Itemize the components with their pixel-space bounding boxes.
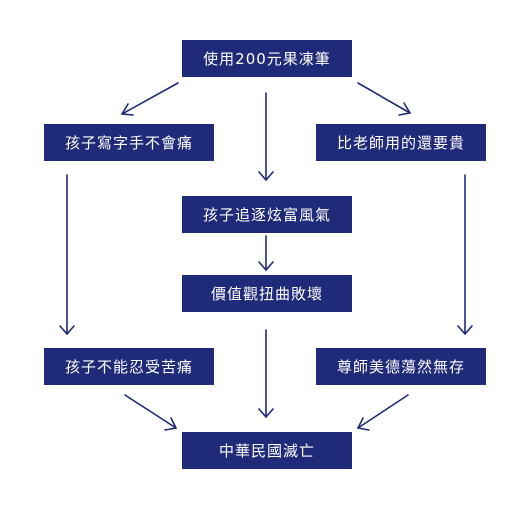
arrow-left1-to-left2 [59,174,75,335]
node-label: 尊師美德蕩然無存 [336,358,465,376]
node-hand-no-pain: 孩子寫字手不會痛 [44,124,214,161]
node-respect-for-teachers-lost: 尊師美德蕩然無存 [316,348,486,385]
arrow-center1-to-center2 [258,235,274,271]
node-nation-falls: 中華民國滅亡 [182,432,352,469]
node-label: 使用200元果凍筆 [203,50,331,68]
arrow-top-to-right1 [357,82,411,116]
arrow-right1-to-right2 [457,174,473,335]
node-use-jelly-pen: 使用200元果凍筆 [182,40,352,77]
arrow-left2-to-bottom [124,394,177,431]
arrow-center2-to-bottom [258,329,274,418]
node-more-expensive-than-teacher: 比老師用的還要貴 [316,124,486,161]
node-cannot-endure-hardship: 孩子不能忍受苦痛 [44,348,214,385]
arrow-top-to-center1 [258,92,274,181]
node-label: 孩子寫字手不會痛 [64,134,193,152]
node-flaunting-wealth: 孩子追逐炫富風氣 [182,196,352,233]
arrow-right2-to-bottom [357,394,409,431]
node-label: 中華民國滅亡 [218,442,315,460]
node-label: 比老師用的還要貴 [336,134,465,152]
node-label: 價值觀扭曲敗壞 [210,285,323,303]
node-values-corrupted: 價值觀扭曲敗壞 [182,275,352,312]
node-label: 孩子追逐炫富風氣 [202,206,331,224]
node-label: 孩子不能忍受苦痛 [64,358,193,376]
arrow-top-to-left1 [121,82,179,116]
